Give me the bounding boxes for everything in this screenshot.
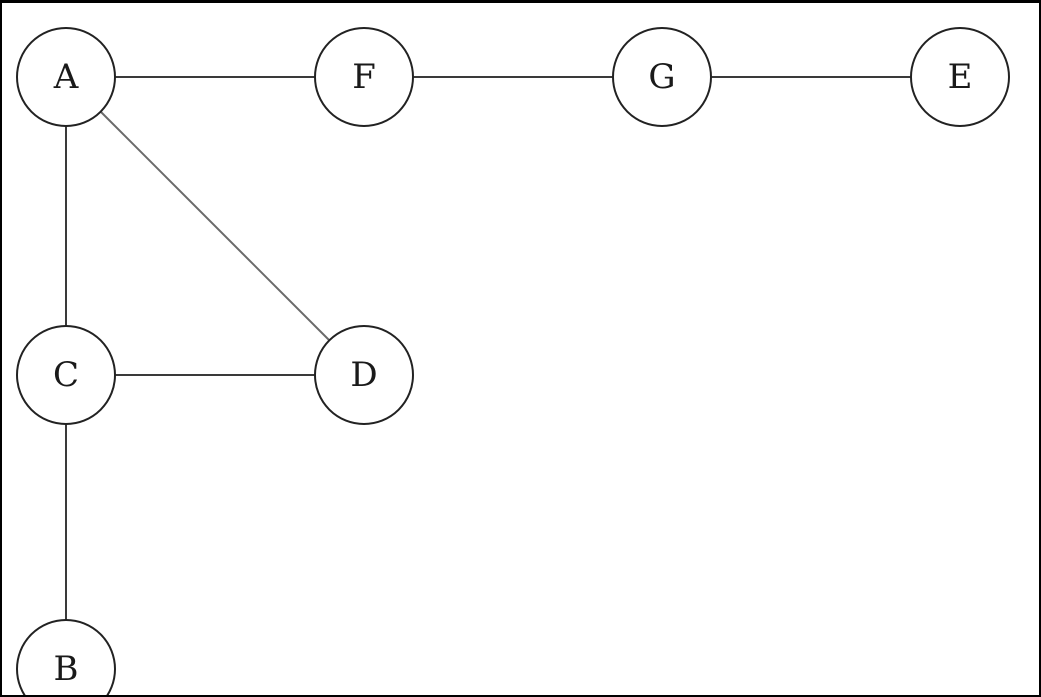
node-label-d: D [350, 355, 377, 395]
node-label-g: G [648, 57, 675, 97]
node-g: G [612, 27, 712, 127]
graph-nodes: A F G E C D B [16, 27, 1010, 695]
node-a: A [16, 27, 116, 127]
node-e: E [910, 27, 1010, 127]
graph-edges [65, 76, 960, 669]
node-circle-f [314, 27, 414, 127]
node-label-b: B [54, 649, 79, 689]
edge-a-d [65, 76, 365, 376]
node-circle-c [16, 325, 116, 425]
node-label-a: A [53, 57, 79, 97]
node-label-f: F [352, 57, 376, 97]
node-circle-d [314, 325, 414, 425]
node-circle-g [612, 27, 712, 127]
graph-diagram: A F G E C D B [16, 27, 1010, 695]
node-b: B [16, 619, 116, 695]
node-circle-e [910, 27, 1010, 127]
node-circle-a [16, 27, 116, 127]
node-label-e: E [948, 57, 973, 97]
node-d: D [314, 325, 414, 425]
node-circle-b [16, 619, 116, 695]
node-f: F [314, 27, 414, 127]
node-c: C [16, 325, 116, 425]
node-label-c: C [53, 355, 79, 395]
